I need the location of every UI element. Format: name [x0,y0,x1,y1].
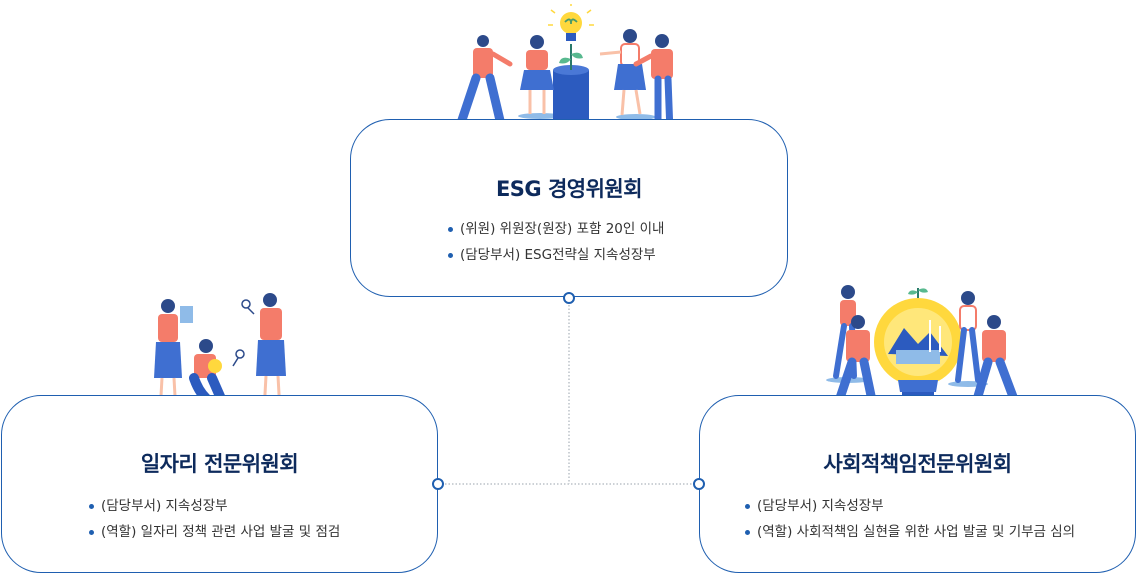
list-item: (담당부서) ESG전략실 지속성장부 [448,242,664,268]
list-item: (역할) 일자리 정책 관련 사업 발굴 및 점검 [89,519,340,545]
list-item: (역할) 사회적책임 실현을 위한 사업 발굴 및 기부금 심의 [745,519,1075,545]
lightbulb-icon [548,4,594,41]
magnifier-icon [241,299,255,315]
committee-title: 일자리 전문위원회 [140,452,299,476]
list-item: (담당부서) 지속성장부 [745,493,1075,519]
esg-management-committee-card: ESG 경영위원회 (위원) 위원장(원장) 포함 20인 이내 (담당부서) … [350,119,788,297]
connector-dot-right [693,478,705,490]
connector-dot-left [432,478,444,490]
connector-dot-top [563,292,575,304]
list-item: (위원) 위원장(원장) 포함 20인 이내 [448,216,664,242]
committee-title: ESG 경영위원회 [495,177,643,201]
lightbulb-icon [208,359,222,373]
magnifier-icon [232,349,245,367]
committee-title: 사회적책임전문위원회 [823,452,1012,476]
social-responsibility-committee-card: 사회적책임전문위원회 (담당부서) 지속성장부 (역할) 사회적책임 실현을 위… [699,395,1136,573]
committee-detail-list: (담당부서) 지속성장부 (역할) 일자리 정책 관련 사업 발굴 및 점검 [89,493,340,545]
list-item: (담당부서) 지속성장부 [89,493,340,519]
jobs-committee-card: 일자리 전문위원회 (담당부서) 지속성장부 (역할) 일자리 정책 관련 사업… [1,395,438,573]
social-responsibility-illustration [826,285,1024,418]
committee-detail-list: (담당부서) 지속성장부 (역할) 사회적책임 실현을 위한 사업 발굴 및 기… [745,493,1075,545]
committee-detail-list: (위원) 위원장(원장) 포함 20인 이내 (담당부서) ESG전략실 지속성… [448,216,664,268]
lightbulb-icon [874,288,962,404]
